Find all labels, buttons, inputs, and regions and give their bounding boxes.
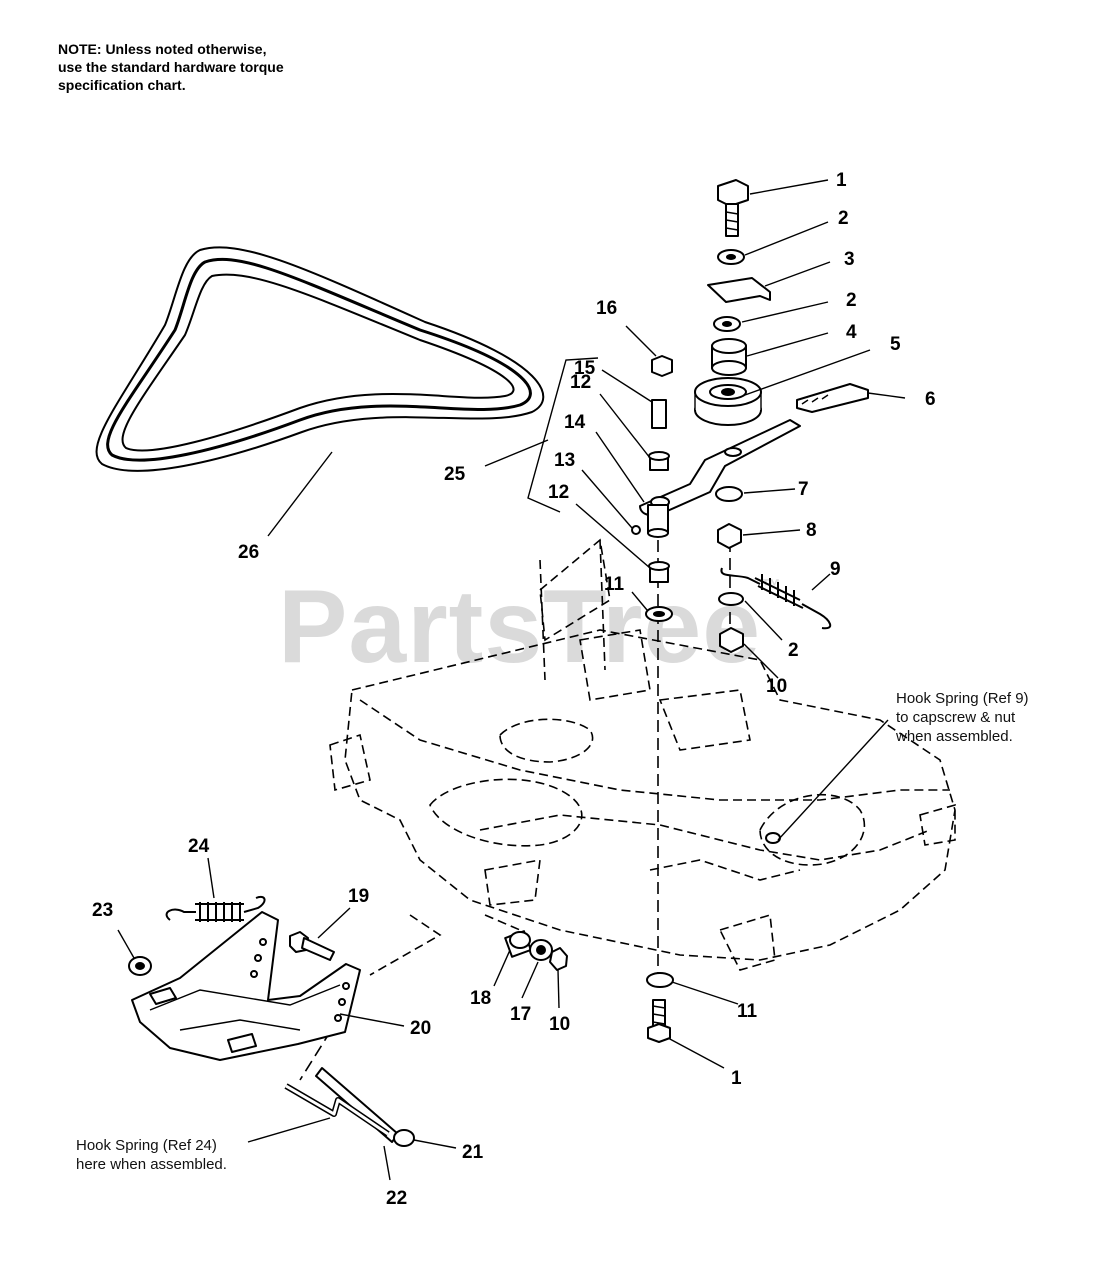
bushing-upper xyxy=(648,451,670,471)
part-label: 11 xyxy=(604,574,625,595)
washer-2-lower xyxy=(718,592,744,606)
part-label: 17 xyxy=(510,1004,531,1025)
part-label: 10 xyxy=(766,676,787,697)
part-label: 8 xyxy=(806,520,817,541)
capscrew-top xyxy=(717,179,749,237)
washer-hole xyxy=(722,321,732,327)
belt-guard xyxy=(796,383,869,413)
nut-23 xyxy=(128,956,152,976)
part-label: 14 xyxy=(564,412,586,433)
hook-spring-ref24-callout: Hook Spring (Ref 24) here when assembled… xyxy=(76,1136,227,1174)
part-label: 1 xyxy=(731,1068,742,1089)
part-label: 24 xyxy=(188,836,210,857)
part-label: 2 xyxy=(846,290,857,311)
sleeve-15 xyxy=(651,399,667,429)
part-label: 6 xyxy=(925,389,936,410)
part-label: 7 xyxy=(798,479,809,500)
callout-line: here when assembled. xyxy=(76,1156,227,1173)
part-label: 18 xyxy=(470,988,491,1009)
hook-spring-ref9-callout: Hook Spring (Ref 9) to capscrew & nut wh… xyxy=(896,689,1029,746)
part-label: 12 xyxy=(548,482,569,503)
part-label: 16 xyxy=(596,298,617,319)
hex-nut-10-upper xyxy=(719,627,744,653)
spring-24 xyxy=(165,896,266,922)
hex-nut-8 xyxy=(717,523,742,549)
assembly-axis-line xyxy=(299,999,351,1081)
part-label: 21 xyxy=(462,1142,484,1163)
part-label: 4 xyxy=(846,322,857,343)
leader-lines xyxy=(117,179,906,1181)
part-label: 20 xyxy=(410,1018,431,1039)
part-label: 3 xyxy=(844,249,855,270)
callout-line: to capscrew & nut xyxy=(896,709,1016,726)
part-label: 1 xyxy=(836,170,847,191)
bracket-20 xyxy=(131,911,361,1061)
drive-belt xyxy=(95,246,545,472)
washer-17 xyxy=(529,939,553,961)
part-label: 19 xyxy=(348,886,369,907)
capscrew-19 xyxy=(289,931,335,961)
callout-line: when assembled. xyxy=(896,728,1013,745)
lock-washer-7 xyxy=(715,486,743,502)
part-label: 9 xyxy=(830,559,841,580)
hex-nut-16 xyxy=(651,355,673,377)
note-line: use the standard hardware torque xyxy=(58,59,284,75)
part-label: 2 xyxy=(838,208,849,229)
deck-capscrew-point xyxy=(765,832,781,844)
part-label: 13 xyxy=(554,450,575,471)
washer-hole xyxy=(653,611,665,617)
bushing-lower xyxy=(648,561,670,583)
part-label: 25 xyxy=(444,464,466,485)
hex-nut-10-lower xyxy=(549,947,568,971)
note-line: specification chart. xyxy=(58,77,186,93)
bracket-plate xyxy=(707,277,771,303)
torque-note: NOTE: Unless noted otherwise, use the st… xyxy=(58,40,358,94)
part-label: 11 xyxy=(737,1001,758,1022)
part-label: 15 xyxy=(574,358,596,379)
grease-fitting xyxy=(631,525,641,535)
pin-21 xyxy=(315,1067,415,1147)
part-label: 12 xyxy=(570,372,591,393)
pivot-bushing xyxy=(647,504,669,538)
part-label: 22 xyxy=(386,1188,407,1209)
washer-11-lower xyxy=(646,972,674,988)
spacer xyxy=(711,338,747,376)
capscrew-bottom xyxy=(647,999,671,1043)
extension-spring-9 xyxy=(720,567,832,630)
mower-deck-outline xyxy=(329,538,956,976)
part-label: 26 xyxy=(238,542,259,563)
washer-hole xyxy=(726,254,736,260)
part-label: 23 xyxy=(92,900,113,921)
idler-pulley xyxy=(694,377,762,426)
part-label: 2 xyxy=(788,640,799,661)
note-line: NOTE: Unless noted otherwise, xyxy=(58,41,267,57)
callout-line: Hook Spring (Ref 9) xyxy=(896,690,1029,707)
callout-line: Hook Spring (Ref 24) xyxy=(76,1137,217,1154)
part-label: 10 xyxy=(549,1014,570,1035)
part-label: 5 xyxy=(890,334,901,355)
part-labels: 1 2 3 2 4 5 6 7 8 9 2 10 16 15 12 14 13 … xyxy=(92,170,936,1209)
spacer-18 xyxy=(504,930,532,958)
rod-22 xyxy=(284,1083,390,1137)
